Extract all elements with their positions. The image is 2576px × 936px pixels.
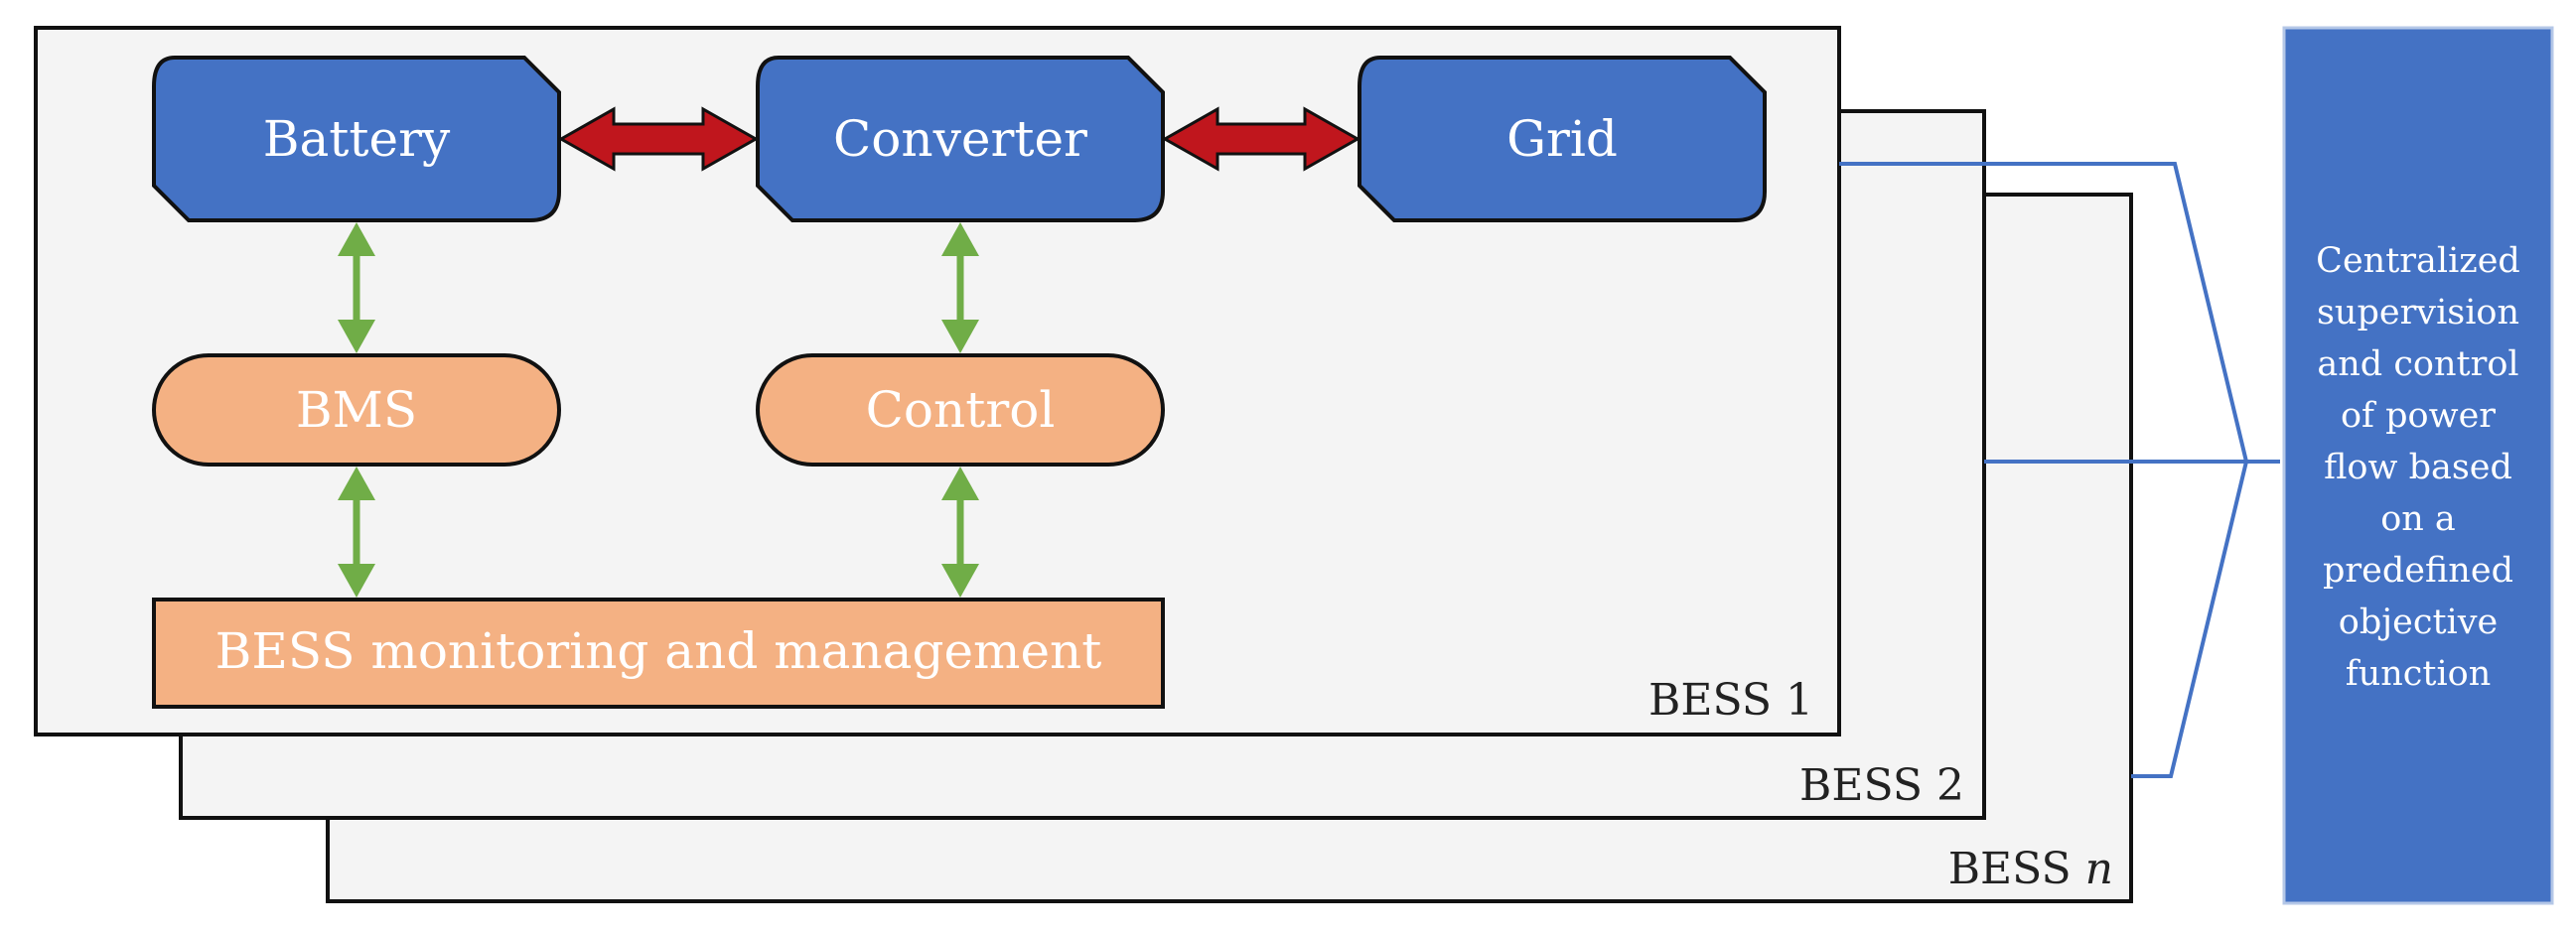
bms-label: BMS: [296, 381, 417, 439]
grid-box: Grid: [1358, 56, 1767, 222]
monitoring-box: BESS monitoring and management: [152, 598, 1165, 709]
bms-monitoring-arrow: [338, 467, 375, 598]
control-label: Control: [866, 381, 1056, 439]
converter-label: Converter: [833, 110, 1087, 168]
battery-box: Battery: [152, 56, 561, 222]
converter-grid-arrow: [1161, 106, 1361, 172]
battery-label: Battery: [263, 110, 451, 168]
converter-box: Converter: [756, 56, 1165, 222]
supervisor-line-1: Centralized: [2316, 241, 2520, 281]
battery-bms-arrow: [338, 222, 375, 353]
supervisor-line-5: flow based: [2324, 448, 2512, 487]
supervisor-line-9: function: [2346, 654, 2492, 694]
supervisor-line-8: objective: [2339, 602, 2498, 642]
supervisor-line-7: predefined: [2323, 551, 2513, 591]
supervisor-line-4: of power: [2341, 396, 2496, 436]
monitoring-label: BESS monitoring and management: [215, 622, 1102, 680]
supervisor-line-3: and control: [2317, 344, 2518, 384]
panel-bess-2-label: BESS 2: [1799, 760, 1964, 811]
supervisor-line-6: on a: [2380, 499, 2456, 539]
supervisor-bracket: [1839, 162, 2280, 778]
control-monitoring-arrow: [941, 467, 979, 598]
bms-box: BMS: [152, 353, 561, 467]
battery-converter-arrow: [557, 106, 760, 172]
panel-bess-1-label: BESS 1: [1648, 675, 1813, 726]
supervisor-line-2: supervision: [2317, 293, 2519, 333]
panel-bess-n-label: BESS n: [1948, 844, 2113, 894]
converter-control-arrow: [941, 222, 979, 353]
control-box: Control: [756, 353, 1165, 467]
supervisor-box: Centralized supervision and control of p…: [2282, 26, 2554, 905]
grid-label: Grid: [1506, 110, 1618, 168]
